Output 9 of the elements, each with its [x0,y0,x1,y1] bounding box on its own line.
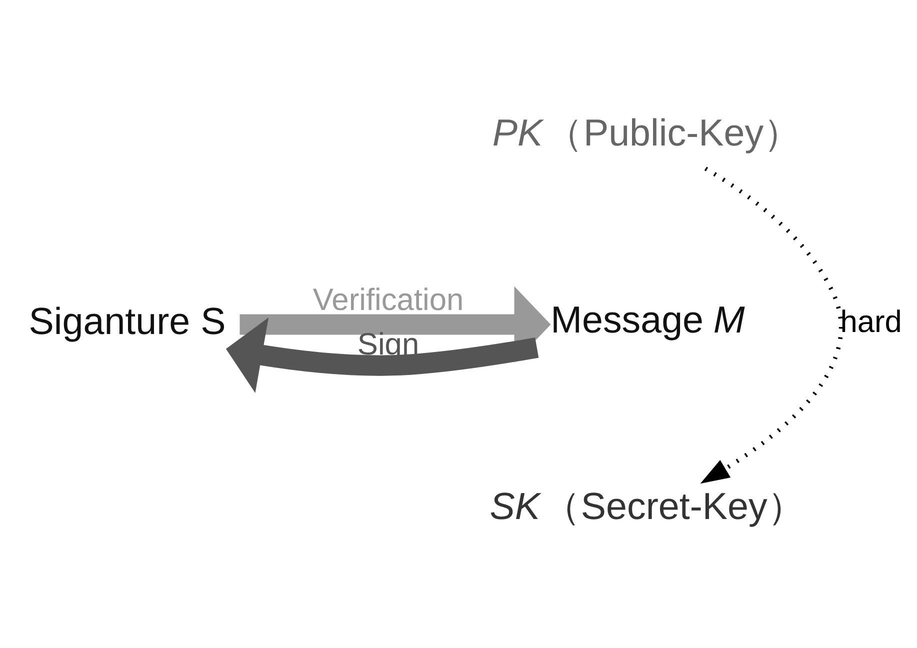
node-text: Message M [550,298,745,340]
edge-label: hard [840,304,902,339]
edge-label: Verification [312,281,464,316]
arrow [700,166,843,484]
node-text: Siganture S [28,300,226,342]
node-text: SK（Secret-Key） [490,484,806,527]
arrow [226,317,539,392]
arrow [240,286,551,362]
node-text: PK（Public-Key） [492,111,802,154]
